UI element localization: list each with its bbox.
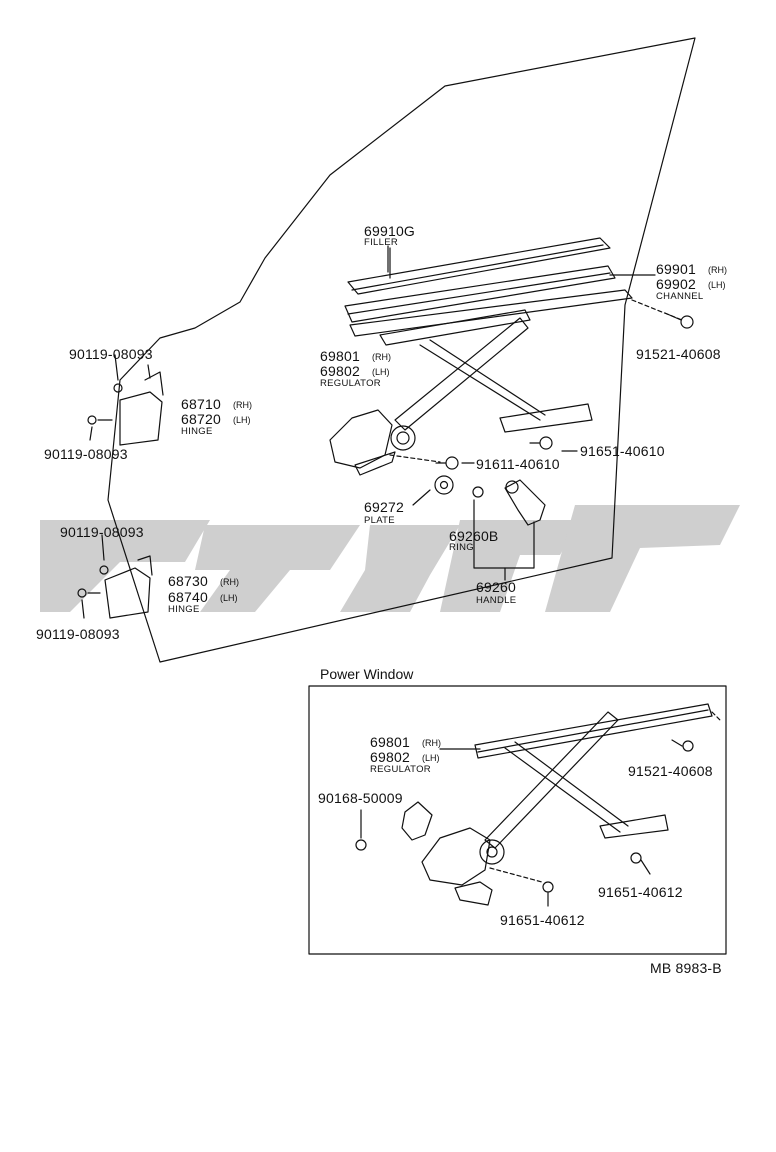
- lower-hinge-lh-number: 68740: [168, 589, 208, 605]
- channel-lh-number: 69902: [656, 276, 696, 292]
- lower-hinge-bottom-bolt: 90119-08093: [36, 626, 120, 642]
- power-bolt-bottom: [542, 881, 554, 907]
- upper-hinge-name: HINGE: [181, 426, 213, 437]
- bolt-channel: [664, 312, 694, 329]
- power-window-box: [308, 685, 727, 955]
- upper-hinge: [87, 364, 164, 446]
- handle-number: 69260: [476, 579, 516, 595]
- power-bolt-mid-right: [630, 852, 651, 875]
- pw-regulator-lh-number: 69802: [370, 749, 410, 765]
- regulator-rh-tag: (RH): [372, 352, 391, 362]
- lower-hinge-lh-tag: (LH): [220, 593, 238, 603]
- regulator-rh-number: 69801: [320, 348, 360, 364]
- pw-regulator-lh-tag: (LH): [422, 753, 440, 763]
- channel-rh-tag: (RH): [708, 265, 727, 275]
- regulator-lh-tag: (LH): [372, 367, 390, 377]
- power-regulator-mechanism: [401, 703, 721, 906]
- ring-part: [472, 486, 484, 498]
- channel-rail: [344, 265, 683, 337]
- lower-hinge-top-bolt: 90119-08093: [60, 524, 144, 540]
- regulator-lh-number: 69802: [320, 363, 360, 379]
- plate-name: PLATE: [364, 515, 395, 526]
- lower-hinge-rh-tag: (RH): [220, 577, 239, 587]
- upper-hinge-rh-number: 68710: [181, 396, 221, 412]
- filler-strip: [347, 237, 611, 295]
- upper-hinge-bottom-bolt: 90119-08093: [44, 446, 128, 462]
- bolt-reg-right-number: 91651-40610: [580, 443, 665, 459]
- regulator-mechanism: [329, 309, 593, 476]
- regulator-name: REGULATOR: [320, 378, 381, 389]
- plate-washer: [434, 475, 454, 495]
- lower-hinge-rh-number: 68730: [168, 573, 208, 589]
- power-bolt-motor: [355, 809, 367, 851]
- upper-hinge-rh-tag: (RH): [233, 400, 252, 410]
- plate-number: 69272: [364, 499, 404, 515]
- upper-hinge-lh-tag: (LH): [233, 415, 251, 425]
- door-glass-outline: [107, 37, 696, 663]
- channel-name: CHANNEL: [656, 291, 704, 302]
- pw-motor-bolt-number: 90168-50009: [318, 790, 403, 806]
- power-bolt-top-right: [671, 739, 694, 752]
- channel-lh-tag: (LH): [708, 280, 726, 290]
- power-window-title: Power Window: [320, 666, 414, 682]
- pw-regulator-name: REGULATOR: [370, 764, 431, 775]
- pw-regulator-rh-number: 69801: [370, 734, 410, 750]
- bolt-reg-center-number: 91611-40610: [476, 456, 560, 472]
- bolt-channel-number: 91521-40608: [636, 346, 721, 362]
- handle-name: HANDLE: [476, 595, 517, 606]
- pw-bolt-bottom-number: 91651-40612: [500, 912, 585, 928]
- lower-hinge: [77, 354, 153, 619]
- pw-bolt-top-right-number: 91521-40608: [628, 763, 713, 779]
- pw-regulator-rh-tag: (RH): [422, 738, 441, 748]
- ring-number: 69260B: [449, 528, 499, 544]
- bolt-reg-right: [529, 436, 553, 450]
- upper-hinge-top-bolt: 90119-08093: [69, 346, 153, 362]
- window-handle: [504, 479, 546, 526]
- bolt-reg-center: [435, 456, 459, 470]
- ring-name: RING: [449, 542, 474, 553]
- lower-hinge-name: HINGE: [168, 604, 200, 615]
- filler-name: FILLER: [364, 237, 399, 248]
- upper-hinge-lh-number: 68720: [181, 411, 221, 427]
- diagram-code: MB 8983-B: [650, 960, 722, 976]
- pw-bolt-mid-right-number: 91651-40612: [598, 884, 683, 900]
- channel-rh-number: 69901: [656, 261, 696, 277]
- filler-part-number: 69910G: [364, 223, 416, 239]
